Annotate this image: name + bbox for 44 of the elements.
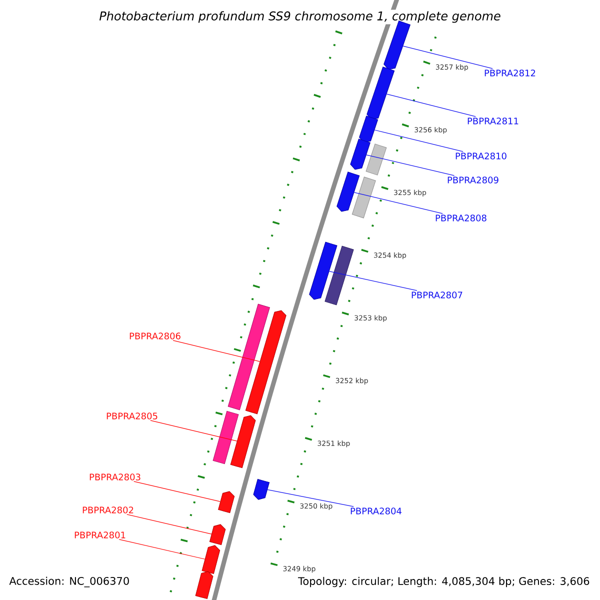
gene-label: PBPRA2807 bbox=[412, 292, 462, 298]
leader-line bbox=[402, 46, 493, 69]
genome-info-text: Topology: circular; Length: 4,085,304 bp; Genes: 3,606 bbox=[297, 576, 591, 588]
gene-label: PBPRA2802 bbox=[82, 506, 134, 514]
gene-label: PBPRA2804 bbox=[350, 508, 402, 514]
gene-label: PBPRA2801 bbox=[74, 532, 126, 538]
leader-line bbox=[366, 154, 455, 176]
gene-bar bbox=[366, 144, 387, 176]
gene-label: PBPRA2805 bbox=[106, 412, 158, 420]
leader-line bbox=[267, 489, 354, 507]
gene-bar bbox=[352, 176, 376, 218]
gene-label: PBPRA2803 bbox=[90, 474, 140, 480]
leader-line bbox=[126, 514, 212, 534]
gene-block bbox=[350, 138, 370, 170]
gene-label: PBPRA2812 bbox=[484, 70, 536, 76]
accession-text: Accession: NC_006370 bbox=[8, 576, 131, 588]
gene-block bbox=[202, 545, 220, 574]
gene-block bbox=[245, 310, 286, 414]
gene-block bbox=[309, 242, 338, 300]
gene-bar bbox=[324, 246, 354, 306]
gene-bar bbox=[212, 410, 239, 464]
gene-block bbox=[209, 524, 226, 545]
title: Photobacterium profundum SS9 chromosome 1, complete genome bbox=[98, 10, 502, 24]
gene-label: PBPRA2809 bbox=[448, 176, 498, 184]
gene-block bbox=[366, 66, 395, 120]
leader-line bbox=[118, 539, 206, 560]
gene-label: PBPRA2810 bbox=[456, 152, 506, 160]
gene-block bbox=[195, 571, 214, 599]
gene-block bbox=[218, 491, 235, 514]
gene-block bbox=[336, 172, 360, 212]
leader-line bbox=[329, 271, 418, 291]
gene-label: PBPRA2811 bbox=[468, 118, 518, 124]
gene-bar bbox=[228, 304, 270, 410]
gene-label: PBPRA2806 bbox=[130, 332, 180, 340]
leader-line bbox=[134, 481, 221, 502]
leader-line bbox=[172, 340, 260, 362]
gene-block bbox=[253, 478, 270, 500]
leader-line bbox=[386, 94, 476, 117]
leader-line bbox=[374, 130, 464, 152]
gene-block bbox=[230, 415, 256, 468]
leader-line bbox=[354, 192, 443, 214]
leader-line bbox=[150, 420, 238, 442]
gene-label: PBPRA2808 bbox=[436, 214, 486, 222]
gene-block bbox=[359, 116, 378, 143]
